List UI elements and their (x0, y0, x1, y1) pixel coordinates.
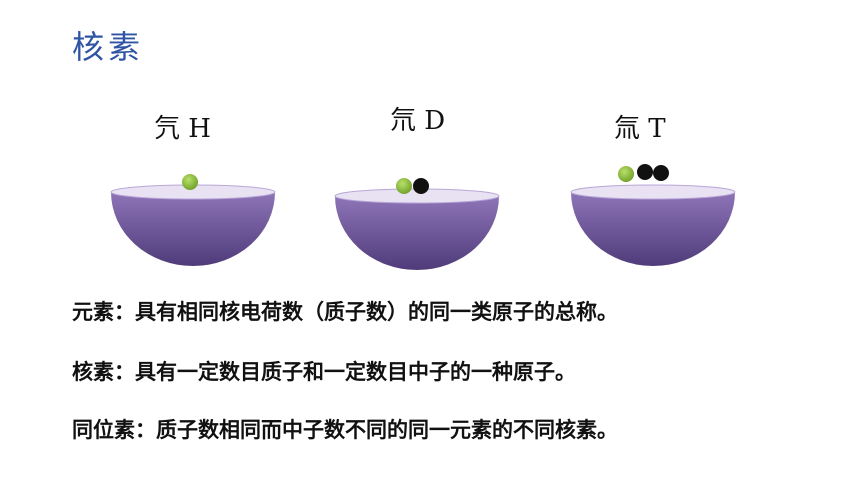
bowl-rim (570, 184, 736, 200)
slide-title: 核素 (72, 28, 145, 66)
neutron (637, 164, 653, 180)
bowl-body (571, 192, 735, 266)
neutron (413, 178, 429, 194)
definition-isotope: 同位素：质子数相同而中子数不同的同一元素的不同核素。 (72, 418, 618, 442)
proton (182, 174, 198, 190)
definition-nuclide: 核素：具有一定数目质子和一定数目中子的一种原子。 (72, 360, 576, 384)
neutron (653, 165, 669, 181)
bowl-d-illustration (334, 178, 500, 270)
bowl-t-illustration (570, 164, 736, 266)
bowl-body (111, 192, 275, 266)
isotope-label-t: 氚 T (614, 114, 666, 144)
bowl-body (335, 196, 499, 270)
proton (618, 166, 634, 182)
definition-element: 元素：具有相同核电荷数（质子数）的同一类原子的总称。 (72, 300, 618, 324)
isotope-label-h: 氕 H (154, 114, 211, 144)
isotope-label-d: 氘 D (390, 106, 446, 136)
proton (396, 178, 412, 194)
bowl-h-illustration (110, 174, 276, 266)
